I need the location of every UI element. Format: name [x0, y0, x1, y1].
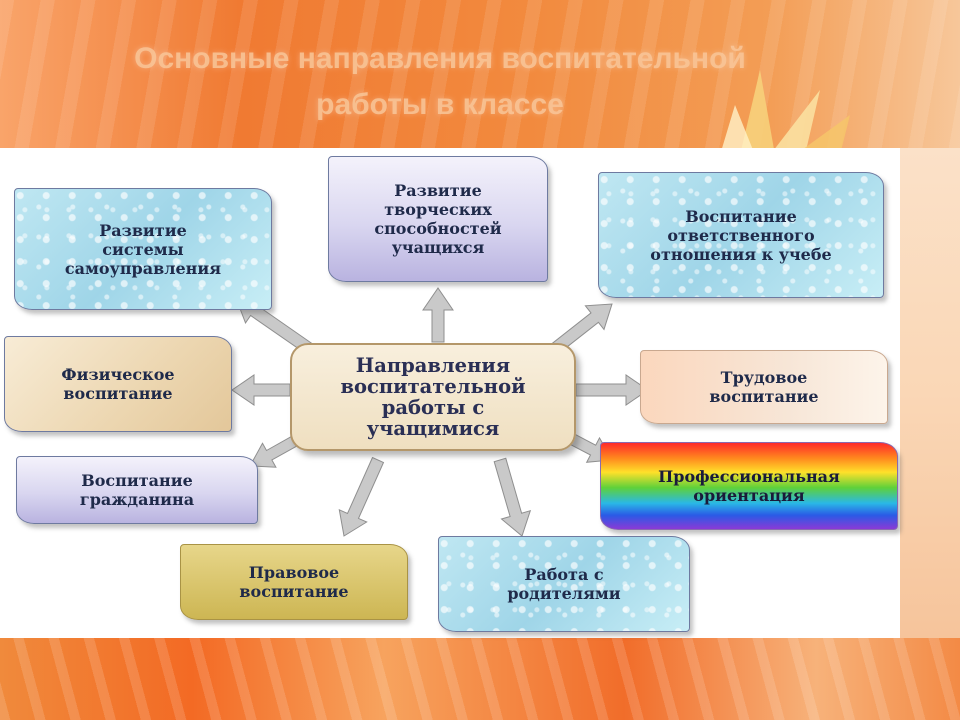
node-creativity: Развитие творческих способностей учащихс… [328, 156, 548, 282]
node-citizen: Воспитание гражданина [16, 456, 258, 524]
arrow-to-legal [338, 456, 385, 537]
arrow-to-physical [231, 374, 291, 406]
node-study-attitude: Воспитание ответственного отношения к уч… [598, 172, 884, 298]
node-labor: Трудовое воспитание [640, 350, 888, 424]
arrow-to-study-attitude [551, 303, 613, 354]
node-legal: Правовое воспитание [180, 544, 408, 620]
slide-title: Основные направления воспитательной рабо… [60, 36, 820, 128]
center-node: Направления воспитательной работы с учащ… [290, 343, 576, 451]
arrow-to-creativity [422, 287, 454, 343]
right-background-strip [900, 148, 960, 638]
diagram-panel: Направления воспитательной работы с учащ… [0, 148, 900, 638]
top-background-band [0, 0, 960, 148]
arrows-layer [231, 287, 649, 537]
node-physical: Физическое воспитание [4, 336, 232, 432]
node-career: Профессиональная ориентация [600, 442, 898, 530]
slide-title-line1: Основные направления воспитательной [134, 42, 746, 75]
node-parents: Работа с родителями [438, 536, 690, 632]
slide-title-line2: работы в классе [316, 88, 564, 121]
node-self-government: Развитие системы самоуправления [14, 188, 272, 310]
decorative-flower-icon [720, 70, 850, 155]
bottom-background-band [0, 638, 960, 720]
arrow-to-labor [575, 374, 649, 406]
arrow-to-parents [493, 457, 532, 537]
